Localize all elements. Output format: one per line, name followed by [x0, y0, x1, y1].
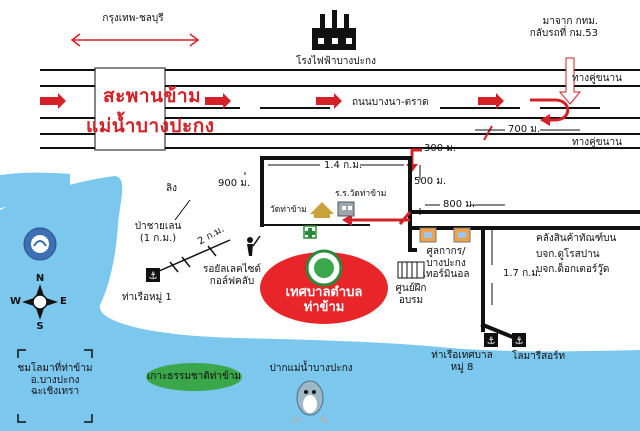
dolphin-club-line-2: อ.บางปะกง [30, 374, 80, 386]
warehouse-line-2: บจก.ดูโรสปาน [536, 248, 600, 260]
warehouse-icon [453, 227, 471, 243]
frontage-road-bottom-label: ทางคู่ขนาน [572, 137, 622, 148]
customs-terminal-line-3: เทอร์มินอล [422, 269, 470, 280]
bridge-label-1: สะพานข้าม [103, 85, 202, 107]
bridge-label-2: แม่น้ำบางปะกง [86, 115, 215, 137]
dimension-lines [174, 129, 580, 305]
dolphin-club-caption: ชมโลมาที่ท่าข้าม อ.บางปะกง ฉะเชิงเทรา [18, 363, 93, 398]
pier-8-line-2: หมู่ 8 [450, 361, 474, 373]
island-label: เกาะธรรมชาติท่าข้าม [146, 371, 242, 382]
from-bangkok-line-2: กลับรถที่ กม.53 [529, 27, 598, 39]
municipality-line-1: เทศบาลตำบล [285, 285, 363, 300]
compass-east: E [60, 296, 67, 307]
pier-8-line-1: ท่าเรือเทศบาล [431, 350, 493, 361]
from-bangkok-line-1: มาจาก กทม. [542, 16, 598, 27]
svg-text:⚓: ⚓ [487, 336, 496, 347]
training-center-icon [397, 261, 425, 279]
local-roads [260, 156, 640, 343]
temple-icon [310, 202, 334, 218]
compass-west: W [10, 296, 22, 307]
mangrove-line-1: ป่าชายเลน [134, 221, 182, 232]
anchor-icon: ⚓ [146, 268, 160, 282]
distance-300m: 300 ม. [424, 143, 457, 154]
svg-text:⚓: ⚓ [149, 271, 158, 282]
u-turn-arrow [530, 98, 570, 122]
municipality-zone [260, 252, 388, 324]
exit-arrow-700 [483, 125, 493, 141]
mangrove-label: ป่าชายเลน (1 ก.ม.) [135, 221, 182, 244]
caption-frame [17, 349, 93, 423]
temple-arrow-2 [398, 211, 412, 225]
marine-resort-label: โลมารีสอร์ท [512, 351, 566, 362]
golf-club-label: รอยัลเลคไซด์ กอล์ฟคลับ [203, 264, 261, 287]
traffic-arrows [40, 93, 504, 109]
golfer-icon [247, 235, 261, 256]
monkey-label: ลิง [166, 183, 178, 194]
compass-south: S [36, 321, 44, 332]
road-bangna-trat-label: ถนนบางนา-ตราด [352, 97, 429, 108]
u-turn-head [540, 114, 550, 126]
wat-thakham-label: วัดท่าข้าม [270, 205, 307, 215]
temple-arrow-head [342, 214, 352, 226]
anchor-icon: ⚓ [484, 333, 498, 347]
warehouse-label: คลังสินค้าทัณฑ์บน บจก.ดูโรสปาน บจก.ด็อกเ… [536, 233, 616, 276]
dolphin-club-logo [23, 227, 57, 261]
pier-1-label: ท่าเรือหมู่ 1 [122, 292, 172, 303]
municipality-line-2: ท่าข้าม [303, 299, 345, 315]
exit-arrow-300 [410, 148, 422, 166]
bridge-deck [94, 67, 166, 151]
mangrove-path [149, 239, 231, 276]
dolphin-club-line-3: ฉะเชิงเทรา [30, 386, 80, 397]
bangkok-chonburi-label: กรุงเทพ-ชลบุรี [102, 13, 164, 24]
training-center-line-1: ศูนย์ฝึก [395, 283, 427, 294]
warehouse-line-3: บจก.ด็อกเตอร์วู๊ด [536, 264, 610, 275]
svg-text:⚓: ⚓ [515, 336, 524, 347]
municipality-seal-inner [314, 258, 334, 278]
customs-building-icon [419, 227, 437, 243]
dolphin-mascot-icon [290, 380, 330, 425]
distance-900m: 900 ม. [218, 178, 251, 189]
school-label: ร.ร.วัดท่าข้าม [335, 189, 387, 199]
training-center-label: ศูนย์ฝึก อบรม [396, 283, 427, 306]
power-plant-icon [312, 10, 356, 50]
from-bangkok-arrow [558, 57, 582, 105]
distance-1-7km: 1.7 ก.ม. [503, 268, 542, 279]
mangrove-line-2: (1 ก.ม.) [139, 232, 177, 244]
river-mouth-label: ปากแม่น้ำบางปะกง [269, 363, 353, 374]
compass-icon [22, 284, 58, 320]
customs-terminal-line-2: บางปะกง [426, 257, 466, 269]
distance-500m: 500 ม. [414, 176, 447, 187]
distance-800m: 800 ม. [443, 199, 476, 210]
customs-terminal-label: ศูลกากร/ บางปะกง เทอร์มินอล [423, 246, 470, 281]
warehouse-line-1: คลังสินค้าทัณฑ์บน [536, 233, 617, 244]
power-plant-label: โรงไฟฟ้าบางปะกง [296, 56, 376, 67]
hospital-icon [303, 225, 317, 239]
distance-1-4km: 1.4 ก.ม. [324, 160, 363, 171]
training-center-line-2: อบรม [398, 294, 424, 306]
island-zone [146, 363, 242, 391]
municipality-label: เทศบาลตำบล ท่าข้าม [285, 285, 363, 316]
anchor-icon: ⚓ [512, 333, 526, 347]
school-icon [337, 201, 355, 217]
from-bangkok-label: มาจาก กทม. กลับรถที่ กม.53 [478, 16, 598, 39]
bangkok-chonburi-arrow [70, 33, 200, 47]
distance-700m: 700 ม. [508, 124, 541, 135]
golf-club-line-2: กอล์ฟคลับ [209, 275, 255, 287]
compass-north: N [35, 273, 45, 284]
frontage-road-top-label: ทางคู่ขนาน [572, 73, 622, 84]
dolphin-club-line-1: ชมโลมาที่ท่าข้าม [17, 363, 93, 374]
pier-8-label: ท่าเรือเทศบาล หมู่ 8 [431, 350, 492, 373]
golf-club-line-1: รอยัลเลคไซด์ [203, 264, 261, 275]
river-inlet [0, 172, 70, 208]
customs-terminal-line-1: ศูลกากร/ [426, 246, 466, 257]
